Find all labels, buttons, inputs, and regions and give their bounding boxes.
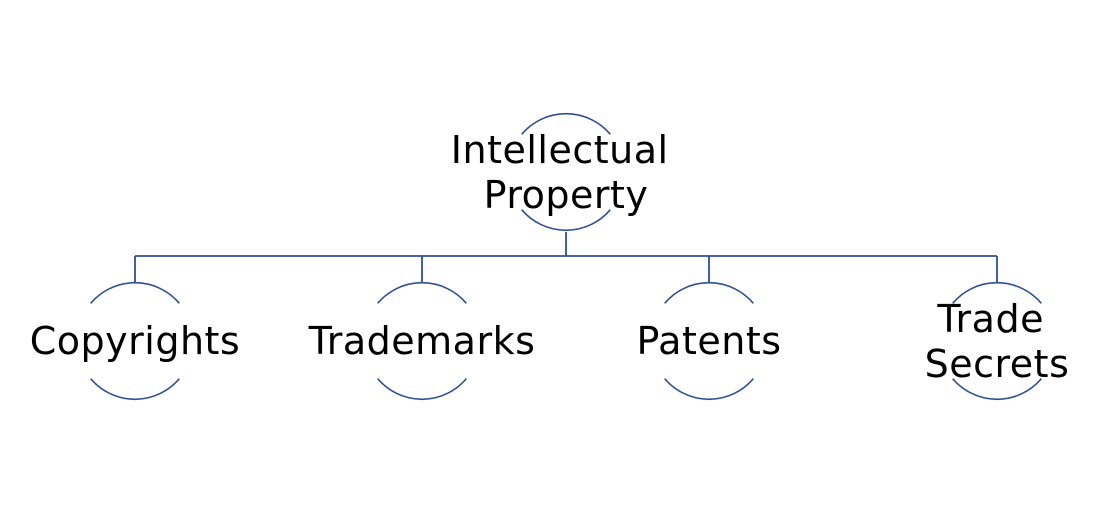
copyrights-arc-bottom bbox=[90, 378, 180, 401]
trade-secrets-arc-bottom bbox=[952, 378, 1042, 401]
node-trade-secrets: Trade Secrets bbox=[925, 281, 1070, 401]
node-intellectual-property: Intellectual Property bbox=[451, 112, 681, 232]
patents-arc-bottom bbox=[664, 378, 754, 401]
connector-lines bbox=[134, 232, 998, 283]
trade-secrets-arc-top bbox=[952, 281, 1042, 304]
node-copyrights: Copyrights bbox=[30, 281, 240, 401]
trademarks-label-line-1: Trademarks bbox=[308, 319, 536, 363]
node-trademarks: Trademarks bbox=[308, 281, 536, 401]
trade-secrets-label-line-2: Secrets bbox=[925, 342, 1070, 386]
patents-label-line-1: Patents bbox=[636, 319, 781, 363]
root-arc-top bbox=[521, 112, 611, 135]
root-label-line-1: Intellectual bbox=[451, 128, 669, 172]
copyrights-arc-top bbox=[90, 281, 180, 304]
patents-arc-top bbox=[664, 281, 754, 304]
node-label-root: Intellectual Property bbox=[451, 128, 681, 217]
root-arc-bottom bbox=[521, 209, 611, 232]
trademarks-arc-top bbox=[377, 281, 467, 304]
trademarks-arc-bottom bbox=[377, 378, 467, 401]
copyrights-label-line-1: Copyrights bbox=[30, 319, 240, 363]
node-label-trademarks: Trademarks bbox=[308, 319, 536, 363]
node-label-copyrights: Copyrights bbox=[30, 319, 240, 363]
root-label-line-2: Property bbox=[484, 173, 649, 217]
node-patents: Patents bbox=[636, 281, 781, 401]
trade-secrets-label-line-1: Trade bbox=[936, 297, 1044, 341]
node-label-patents: Patents bbox=[636, 319, 781, 363]
node-label-trade-secrets: Trade Secrets bbox=[925, 297, 1070, 386]
